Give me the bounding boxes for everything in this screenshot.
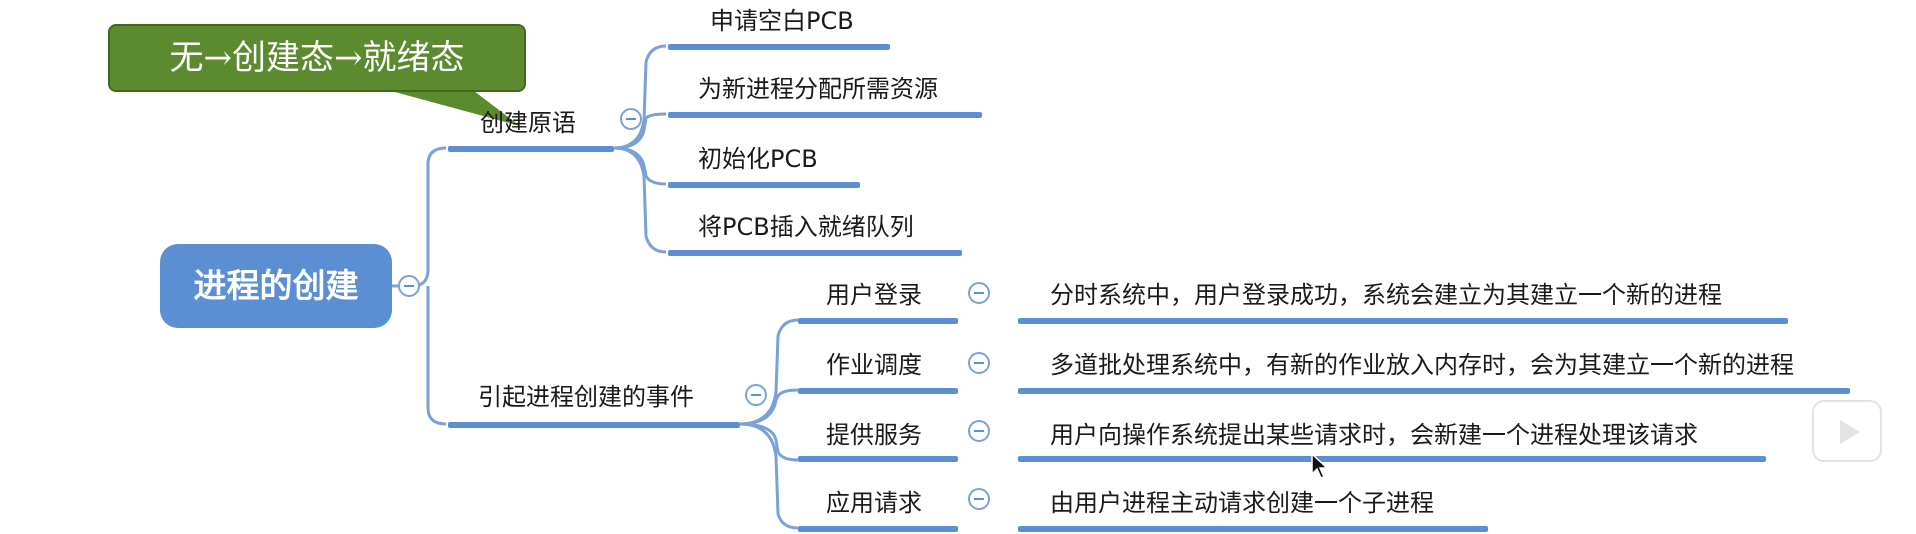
detail-underline xyxy=(1018,526,1488,532)
child-node[interactable]: 将PCB插入就绪队列 xyxy=(698,213,914,241)
child-node[interactable]: 作业调度 xyxy=(826,351,922,379)
root-node[interactable]: 进程的创建 xyxy=(160,244,392,328)
child-underline xyxy=(668,182,860,188)
child-underline xyxy=(798,388,958,394)
collapse-icon[interactable] xyxy=(968,420,990,442)
collapse-icon[interactable] xyxy=(968,488,990,510)
collapse-icon[interactable] xyxy=(745,384,767,406)
play-icon[interactable] xyxy=(1812,400,1882,462)
child-node[interactable]: 申请空白PCB xyxy=(710,7,854,35)
child-node[interactable]: 提供服务 xyxy=(826,421,922,449)
callout-tail xyxy=(380,88,520,126)
collapse-icon[interactable] xyxy=(620,108,642,130)
child-node[interactable]: 用户登录 xyxy=(826,281,922,309)
detail-underline xyxy=(1018,456,1766,462)
child-underline xyxy=(668,44,890,50)
child-underline xyxy=(798,456,958,462)
branch-label[interactable]: 创建原语 xyxy=(480,109,576,137)
detail-node[interactable]: 分时系统中，用户登录成功，系统会建立为其建立一个新的进程 xyxy=(1050,281,1722,309)
branch-underline xyxy=(448,146,614,152)
branch-1-connector xyxy=(613,44,667,150)
child-node[interactable]: 应用请求 xyxy=(826,489,922,517)
detail-underline xyxy=(1018,318,1788,324)
child-node[interactable]: 为新进程分配所需资源 xyxy=(698,75,938,103)
collapse-icon[interactable] xyxy=(968,352,990,374)
detail-node[interactable]: 用户向操作系统提出某些请求时，会新建一个进程处理该请求 xyxy=(1050,421,1698,449)
detail-node[interactable]: 由用户进程主动请求创建一个子进程 xyxy=(1050,489,1434,517)
branch-underline xyxy=(448,422,740,428)
branch-label[interactable]: 引起进程创建的事件 xyxy=(478,383,694,411)
child-underline xyxy=(668,112,982,118)
detail-node[interactable]: 多道批处理系统中，有新的作业放入内存时，会为其建立一个新的进程 xyxy=(1050,351,1794,379)
branch-2-connector xyxy=(739,318,799,426)
child-underline xyxy=(798,526,958,532)
root-connector xyxy=(392,146,447,288)
callout-bubble: 无→创建态→就绪态 xyxy=(108,24,526,92)
child-node[interactable]: 初始化PCB xyxy=(698,145,818,173)
child-underline xyxy=(798,318,958,324)
collapse-icon[interactable] xyxy=(968,282,990,304)
collapse-icon[interactable] xyxy=(398,275,420,297)
detail-underline xyxy=(1018,388,1850,394)
child-underline xyxy=(668,250,962,256)
mouse-pointer-icon xyxy=(1311,452,1329,479)
